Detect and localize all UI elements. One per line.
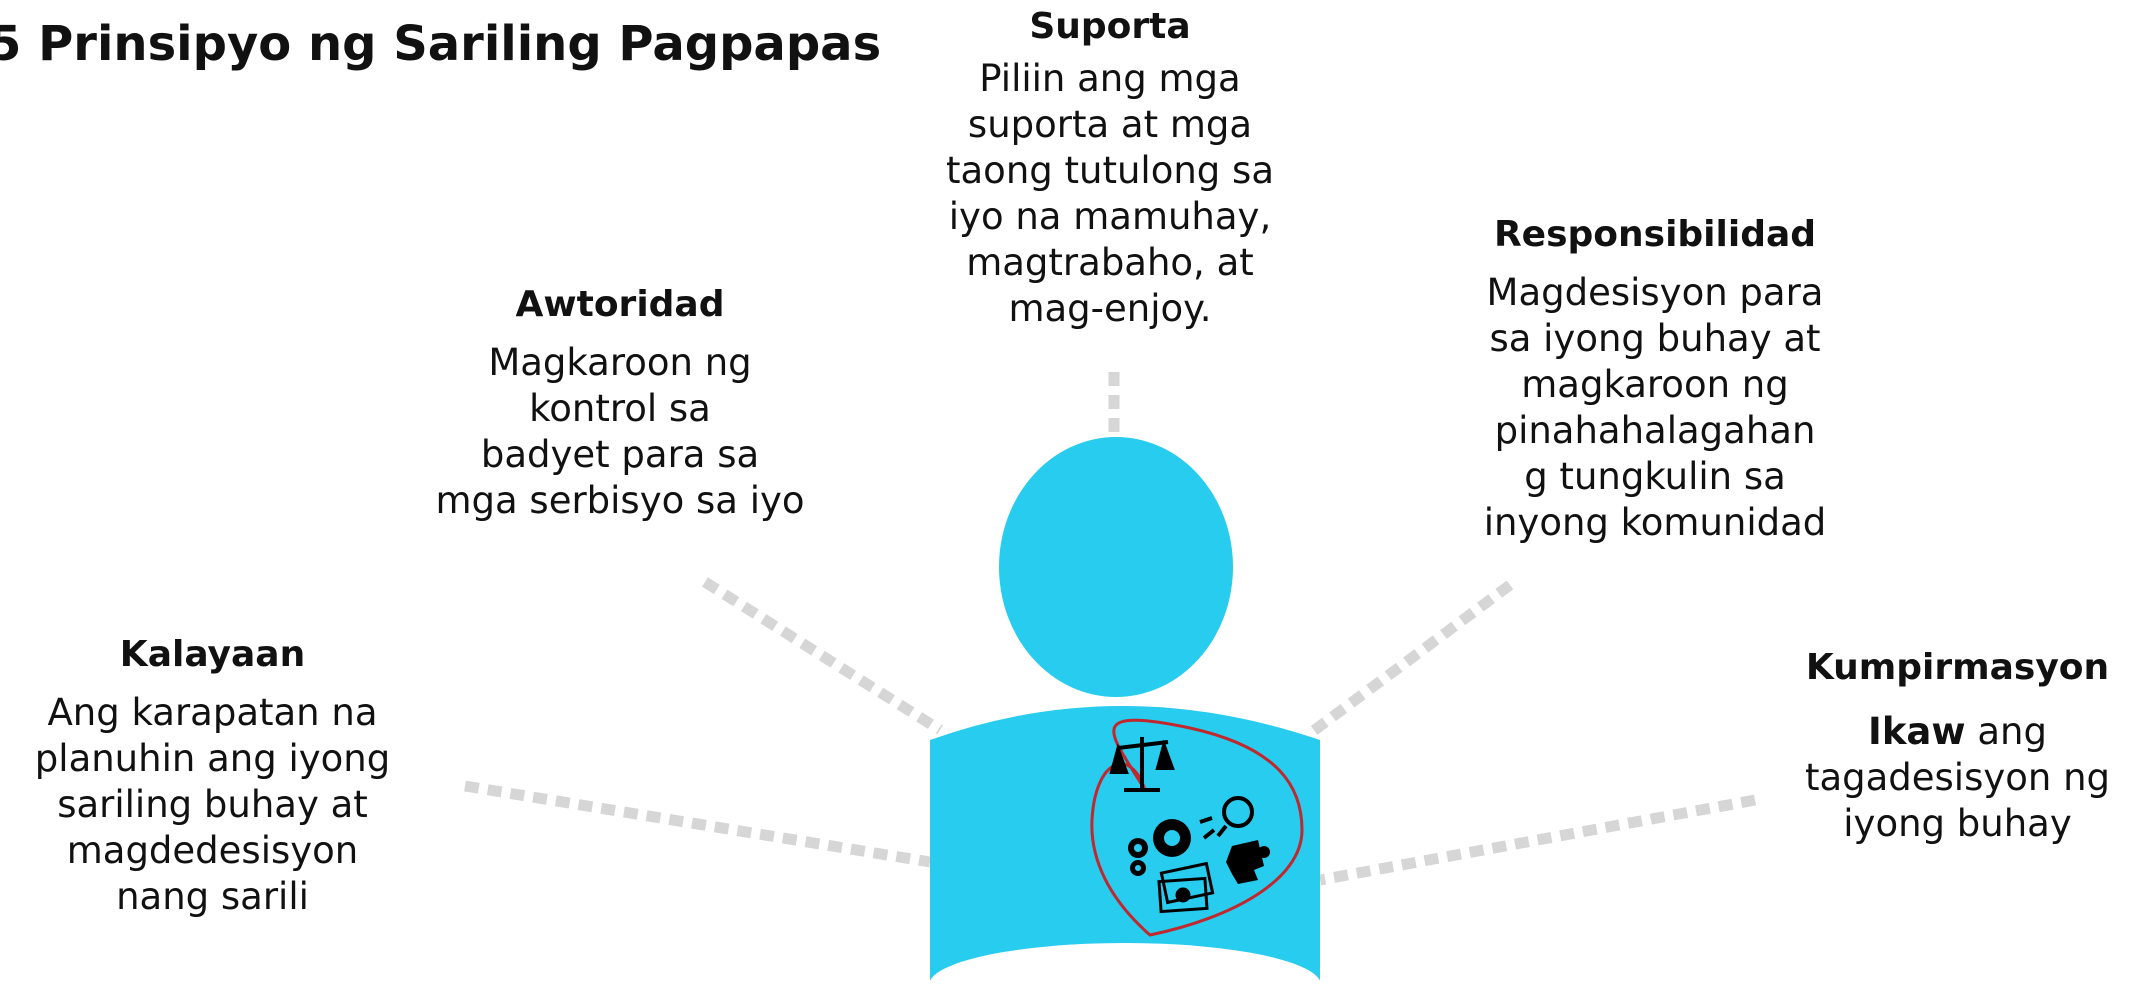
description-fragment: ang bbox=[1965, 710, 2047, 753]
principle-heading: Suporta bbox=[1029, 6, 1191, 47]
principle-description: Piliin ang mga suporta at mga taong tutu… bbox=[930, 56, 1290, 332]
principle-heading: Kumpirmasyon bbox=[1805, 647, 2110, 688]
connector-awtoridad bbox=[702, 577, 943, 735]
description-line: taong tutulong sa bbox=[946, 149, 1274, 192]
description-line: mga serbisyo sa iyo bbox=[435, 479, 805, 522]
scales-icon bbox=[1109, 737, 1175, 792]
principle-awtoridad: Awtoridad Magkaroon ng kontrol sa badyet… bbox=[400, 282, 840, 524]
principle-description: Ang karapatan na planuhin ang iyong sari… bbox=[0, 690, 425, 920]
description-line: inyong komunidad bbox=[1483, 501, 1827, 544]
person-body bbox=[930, 706, 1320, 985]
description-line: pinahahalagahan bbox=[1494, 409, 1816, 452]
diagram-title: 5 Prinsipyo ng Sariling Pagpapasya bbox=[0, 16, 880, 72]
description-line: magtrabaho, at bbox=[966, 241, 1254, 284]
description-line: magkaroon ng bbox=[1521, 363, 1789, 406]
description-line: iyo na mamuhay, bbox=[948, 195, 1272, 238]
description-line: suporta at mga bbox=[967, 103, 1253, 146]
connector-kalayaan bbox=[464, 780, 931, 868]
description-line: g tungkulin sa bbox=[1524, 455, 1786, 498]
principle-heading: Responsibilidad bbox=[1493, 214, 1817, 255]
person-head bbox=[999, 437, 1233, 697]
lightbulb-icon bbox=[1199, 796, 1254, 840]
principle-heading: Awtoridad bbox=[515, 284, 725, 325]
gears-icon bbox=[1128, 819, 1191, 876]
description-line: planuhin ang iyong bbox=[34, 737, 391, 780]
description-line: mag-enjoy. bbox=[1008, 287, 1212, 330]
heart-icon bbox=[1090, 718, 1304, 937]
description-line: sa iyong buhay at bbox=[1489, 317, 1821, 360]
principle-kumpirmasyon: Kumpirmasyon Ikaw ang tagadesisyon ng iy… bbox=[1780, 645, 2135, 847]
connector-kumpirmasyon bbox=[1319, 794, 1756, 886]
description-line: sariling buhay at bbox=[57, 783, 368, 826]
description-line: Piliin ang mga bbox=[979, 57, 1241, 100]
principle-heading: Kalayaan bbox=[119, 634, 306, 675]
principle-suporta: Suporta Piliin ang mga suporta at mga ta… bbox=[930, 4, 1290, 332]
body-bottom-cutout bbox=[929, 943, 1321, 985]
description-line: nang sarili bbox=[116, 875, 309, 918]
puzzle-icon bbox=[1226, 840, 1270, 884]
principle-responsibilidad: Responsibilidad Magdesisyon para sa iyon… bbox=[1440, 212, 1870, 546]
description-line: iyong buhay bbox=[1843, 802, 2072, 845]
description-line: tagadesisyon ng bbox=[1804, 756, 2111, 799]
money-icon bbox=[1157, 861, 1215, 914]
description-line: magdedesisyon bbox=[66, 829, 359, 872]
description-line: badyet para sa bbox=[480, 433, 760, 476]
principle-description: Magdesisyon para sa iyong buhay at magka… bbox=[1440, 270, 1870, 546]
person-figure bbox=[930, 437, 1320, 985]
description-line: Magkaroon ng bbox=[488, 341, 752, 384]
principle-description: Ikaw ang tagadesisyon ng iyong buhay bbox=[1780, 709, 2135, 847]
principle-description: Magkaroon ng kontrol sa badyet para sa m… bbox=[400, 340, 840, 524]
principle-kalayaan: Kalayaan Ang karapatan na planuhin ang i… bbox=[0, 632, 425, 920]
description-line: Ikaw ang bbox=[1780, 709, 2135, 755]
description-line: kontrol sa bbox=[529, 387, 711, 430]
description-line: Magdesisyon para bbox=[1486, 271, 1824, 314]
connectors bbox=[464, 372, 1756, 886]
description-line: Ang karapatan na bbox=[47, 691, 378, 734]
connector-responsibilidad bbox=[1304, 580, 1514, 740]
emphasis-word: Ikaw bbox=[1868, 710, 1966, 753]
